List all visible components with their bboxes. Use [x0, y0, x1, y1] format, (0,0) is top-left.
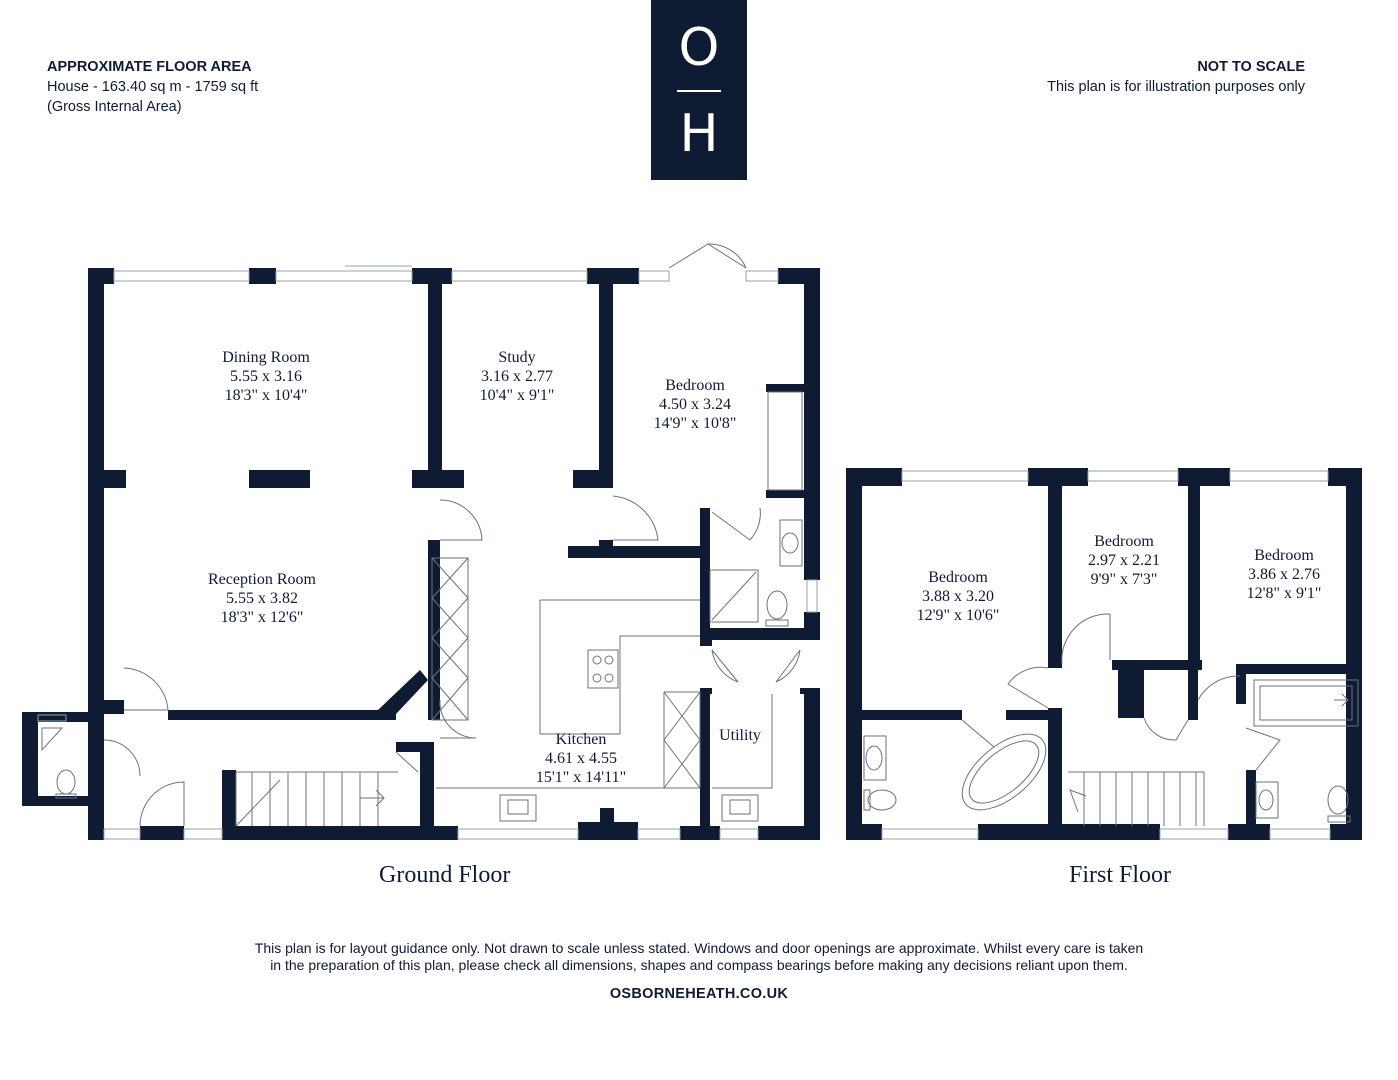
room-metric-ff-bedroom-2: 2.97 x 2.21 — [1088, 552, 1160, 569]
room-name-ff-bedroom-2: Bedroom — [1094, 533, 1154, 550]
room-name-study: Study — [498, 349, 535, 366]
room-imperial-ff-bedroom-1: 12'9" x 10'6" — [917, 607, 1000, 624]
ground-floor-label: Ground Floor — [379, 862, 511, 888]
logo-letter-bottom: H — [679, 104, 719, 164]
scale-notice-block: NOT TO SCALE This plan is for illustrati… — [1047, 57, 1305, 97]
room-metric-ff-bedroom-1: 3.88 x 3.20 — [922, 588, 994, 605]
disclaimer-line-1: This plan is for layout guidance only. N… — [254, 940, 1144, 956]
room-metric-kitchen: 4.61 x 4.55 — [545, 750, 617, 767]
room-imperial-study: 10'4" x 9'1" — [480, 387, 555, 404]
room-name-reception: Reception Room — [208, 571, 317, 588]
ground-floor-fixtures — [41, 243, 803, 827]
floor-area-note: (Gross Internal Area) — [47, 99, 182, 115]
website-link[interactable]: OSBORNEHEATH.CO.UK — [609, 986, 789, 1002]
room-metric-dining: 5.55 x 3.16 — [230, 368, 302, 385]
room-metric-reception: 5.55 x 3.82 — [226, 590, 298, 607]
room-name-utility: Utility — [719, 727, 761, 744]
room-imperial-ff-bedroom-2: 9'9" x 7'3" — [1091, 571, 1158, 588]
first-floor-room-labels: Bedroom 3.88 x 3.20 12'9" x 10'6" Bedroo… — [917, 533, 1322, 624]
room-imperial-kitchen: 15'1" x 14'11" — [536, 769, 626, 786]
floor-area-title: APPROXIMATE FLOOR AREA — [47, 59, 252, 75]
first-floor-label: First Floor — [1069, 862, 1172, 888]
ground-floor-windows — [37, 265, 818, 840]
scale-notice-text: This plan is for illustration purposes o… — [1047, 79, 1305, 95]
room-metric-gf-bedroom: 4.50 x 3.24 — [659, 396, 731, 413]
ground-floor-room-labels: Dining Room 5.55 x 3.16 18'3" x 10'4" St… — [208, 349, 761, 786]
room-imperial-dining: 18'3" x 10'4" — [225, 387, 308, 404]
first-floor-fixtures — [863, 613, 1359, 826]
brand-logo: O H — [651, 0, 747, 180]
floor-area-value: House - 163.40 sq m - 1759 sq ft — [47, 79, 259, 95]
disclaimer-line-2: in the preparation of this plan, please … — [270, 957, 1128, 973]
room-metric-ff-bedroom-3: 3.86 x 2.76 — [1248, 566, 1320, 583]
room-imperial-reception: 18'3" x 12'6" — [221, 609, 304, 626]
first-floor-windows — [881, 470, 1331, 840]
room-name-ff-bedroom-3: Bedroom — [1254, 547, 1314, 564]
room-name-dining: Dining Room — [222, 349, 310, 366]
room-imperial-ff-bedroom-3: 12'8" x 9'1" — [1247, 585, 1322, 602]
room-name-kitchen: Kitchen — [556, 731, 607, 748]
floor-area-block: APPROXIMATE FLOOR AREA House - 163.40 sq… — [47, 57, 258, 117]
room-name-gf-bedroom: Bedroom — [665, 377, 725, 394]
room-name-ff-bedroom-1: Bedroom — [928, 569, 988, 586]
disclaimer: This plan is for layout guidance only. N… — [150, 940, 1248, 974]
room-metric-study: 3.16 x 2.77 — [481, 368, 553, 385]
logo-divider — [677, 90, 721, 92]
ground-floor-walls — [22, 268, 820, 840]
room-imperial-gf-bedroom: 14'9" x 10'8" — [654, 415, 737, 432]
first-floor-walls — [846, 468, 1362, 840]
scale-notice-title: NOT TO SCALE — [1197, 59, 1305, 75]
logo-letter-top: O — [678, 18, 720, 78]
